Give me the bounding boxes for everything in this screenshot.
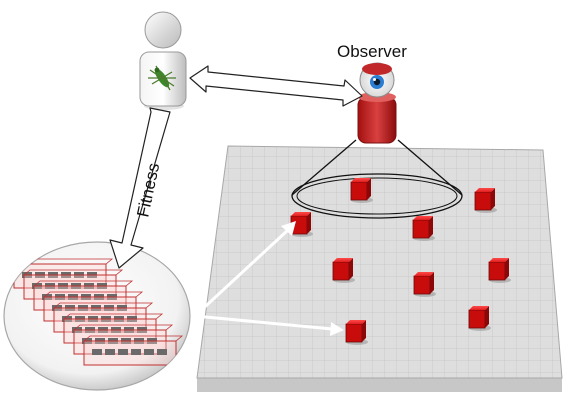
agent-cube bbox=[468, 306, 491, 331]
agent-cubes bbox=[290, 178, 511, 345]
agent-cube bbox=[290, 212, 313, 237]
agent-cube bbox=[488, 258, 511, 283]
deploy-arrows bbox=[193, 221, 344, 336]
stacked-cards-icon bbox=[12, 258, 184, 366]
eye-robot-icon bbox=[357, 62, 397, 144]
agent-cube bbox=[345, 320, 368, 345]
fitness-arrow bbox=[109, 107, 171, 269]
agent-cube bbox=[332, 258, 355, 283]
agent-cube bbox=[413, 272, 436, 297]
population-card bbox=[82, 335, 184, 366]
agent-cube bbox=[350, 178, 373, 203]
insect-icon bbox=[148, 65, 176, 91]
person-figure-icon bbox=[139, 11, 187, 110]
observer-label: Observer bbox=[337, 42, 407, 61]
agent-cube bbox=[474, 188, 497, 213]
agent-cube bbox=[412, 216, 435, 241]
observation-link-arrow bbox=[189, 65, 363, 107]
population-circle bbox=[3, 241, 191, 391]
observer-view-cone bbox=[291, 139, 463, 219]
